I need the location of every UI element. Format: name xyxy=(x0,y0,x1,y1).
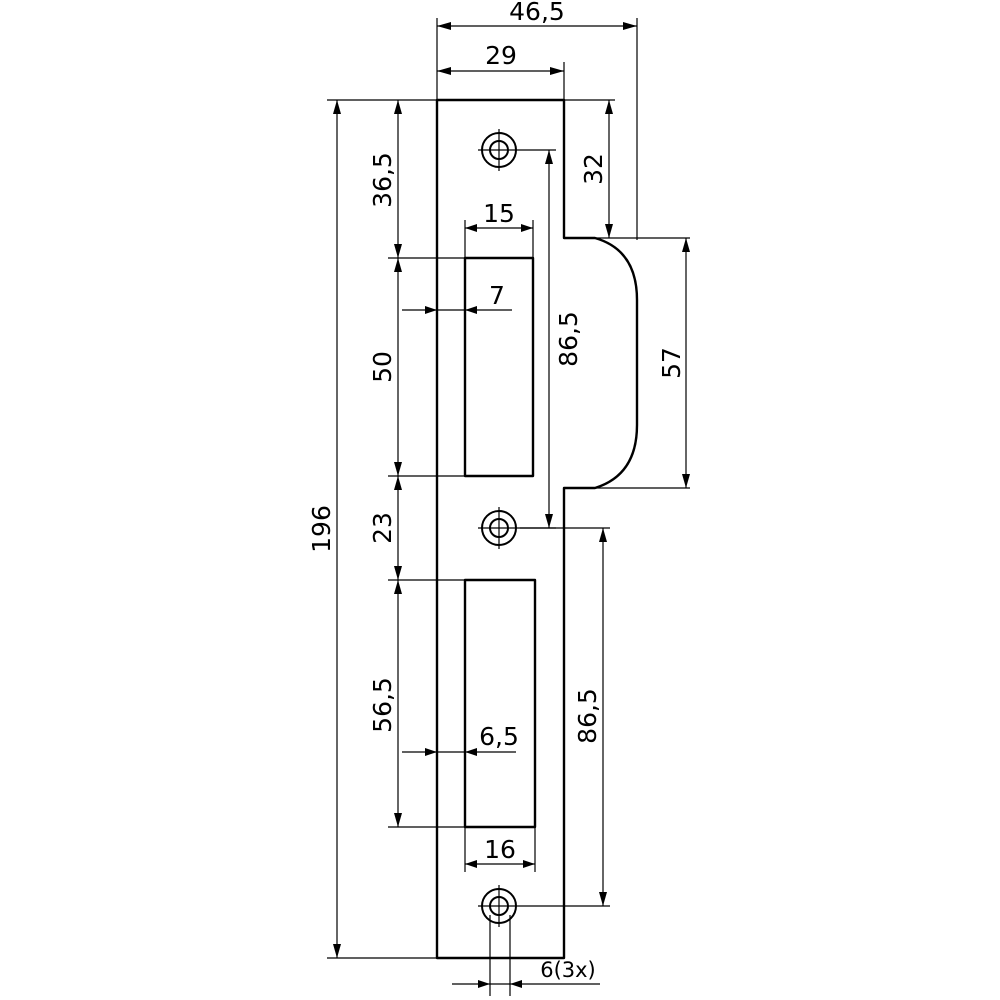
dimension-hole-spacing-lower xyxy=(520,527,610,907)
dimension-label-hole-spacing-upper: 86,5 xyxy=(554,311,583,367)
dimension-total-height xyxy=(327,99,437,959)
screw-hole-bottom xyxy=(478,885,520,927)
dimension-hole-spacing-upper xyxy=(520,149,556,529)
dimension-label-lower-opening-offset: 6,5 xyxy=(479,722,519,751)
dimension-label-top-to-lip: 32 xyxy=(579,153,608,185)
dimension-label-upper-opening-offset: 7 xyxy=(489,281,505,310)
dimension-label-total-height: 196 xyxy=(307,505,336,553)
dimension-label-hole-diameter: 6(3x) xyxy=(540,958,596,982)
upper-latch-opening xyxy=(463,256,535,478)
dimension-label-lower-opening-height: 56,5 xyxy=(368,677,397,733)
dimension-overall-width xyxy=(436,18,638,240)
lower-bolt-opening xyxy=(463,578,537,829)
screw-hole-top xyxy=(478,129,520,171)
dimension-upper-opening-height xyxy=(394,258,402,476)
dimension-plate-width xyxy=(437,62,565,100)
dimension-gap-between-openings xyxy=(394,476,402,580)
dimension-label-upper-opening-width: 15 xyxy=(483,199,515,228)
dimension-label-lip-height: 57 xyxy=(657,347,686,379)
dimension-label-plate-width: 29 xyxy=(485,41,517,70)
dimension-upper-opening-offset xyxy=(402,306,512,314)
dimension-lower-opening-width xyxy=(464,827,536,872)
dimension-label-gap-between-openings: 23 xyxy=(368,512,397,544)
strike-plate-outline xyxy=(435,98,639,960)
dimension-label-hole-spacing-lower: 86,5 xyxy=(573,688,602,744)
dimension-label-upper-opening-height: 50 xyxy=(368,351,397,383)
dimension-lower-opening-height xyxy=(394,580,402,827)
dimension-top-to-first-opening xyxy=(394,100,402,258)
dimension-label-top-to-first-opening: 36,5 xyxy=(368,152,397,208)
dimension-upper-opening-width xyxy=(464,220,534,258)
dimension-top-to-lip xyxy=(564,99,690,239)
dimension-lower-opening-offset xyxy=(402,748,516,756)
dimension-lip-height xyxy=(595,238,690,489)
dimension-label-lower-opening-width: 16 xyxy=(484,835,516,864)
dimension-label-overall-width: 46,5 xyxy=(509,0,565,26)
dimension-hole-diameter xyxy=(452,915,600,996)
screw-hole-middle xyxy=(478,507,520,549)
